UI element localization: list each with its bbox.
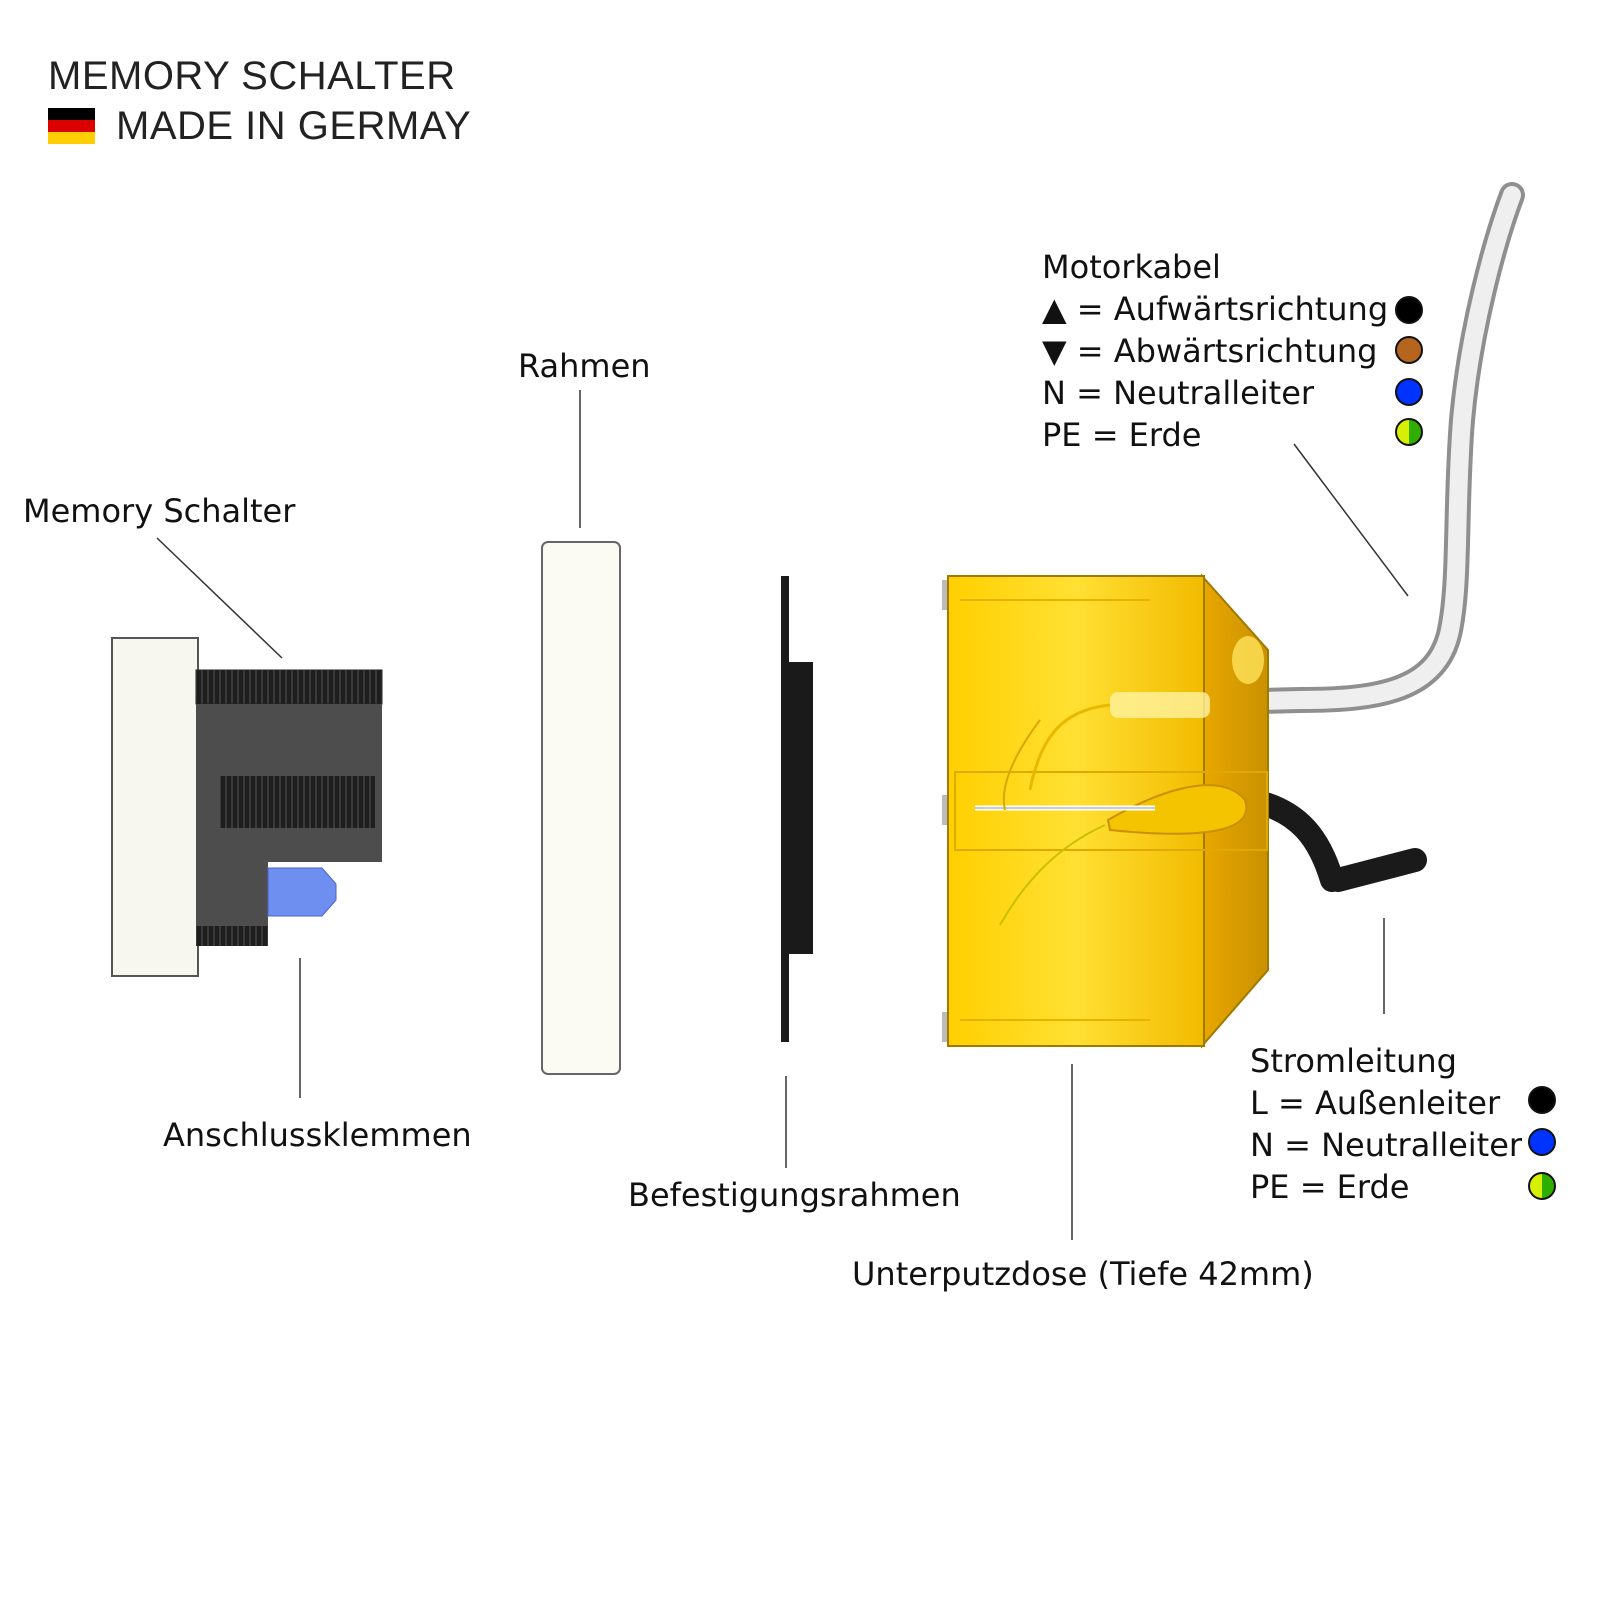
memory-schalter-switch <box>111 637 383 977</box>
stromleitung-row-phase: L = Außenleiter <box>1250 1084 1501 1122</box>
motorkabel-row-neutral: N = Neutralleiter <box>1042 374 1315 412</box>
stromleitung-row-neutral: N = Neutralleiter <box>1250 1126 1523 1164</box>
triangle-up-icon: ▲ <box>1042 290 1067 328</box>
color-dot-black <box>1395 296 1423 324</box>
color-dot-yellow-green <box>1528 1172 1556 1200</box>
motorkabel-row-earth: PE = Erde <box>1042 416 1202 454</box>
german-flag-icon <box>48 108 95 144</box>
motorkabel-row-down: ▼ = Abwärtsrichtung <box>1042 332 1378 370</box>
color-dot-black <box>1528 1086 1556 1114</box>
triangle-down-icon: ▼ <box>1042 332 1067 370</box>
befestigungsrahmen-frame <box>781 576 813 1042</box>
stromleitung-heading: Stromleitung <box>1250 1042 1457 1080</box>
page-subtitle: MADE IN GERMAY <box>116 104 472 148</box>
rahmen-frame <box>541 541 621 1075</box>
color-dot-yellow-green <box>1395 418 1423 446</box>
stromleitung-row-earth: PE = Erde <box>1250 1168 1410 1206</box>
power-cable <box>1238 788 1427 892</box>
page-title: MEMORY SCHALTER <box>48 54 456 98</box>
motorkabel-row-up: ▲ = Aufwärtsrichtung <box>1042 290 1389 328</box>
label-memory-schalter: Memory Schalter <box>23 492 296 530</box>
label-unterputzdose: Unterputzdose (Tiefe 42mm) <box>852 1255 1314 1293</box>
label-befestigungsrahmen: Befestigungsrahmen <box>628 1176 961 1214</box>
label-anschlussklemmen: Anschlussklemmen <box>163 1116 472 1154</box>
color-dot-brown <box>1395 336 1423 364</box>
color-dot-blue <box>1528 1128 1556 1156</box>
label-rahmen: Rahmen <box>518 347 651 385</box>
leader-memory-schalter <box>156 537 283 659</box>
unterputzdose-box <box>942 573 1269 1049</box>
leader-motorkabel <box>1293 443 1409 597</box>
color-dot-blue <box>1395 378 1423 406</box>
motorkabel-heading: Motorkabel <box>1042 248 1221 286</box>
terminal-block <box>267 867 337 917</box>
